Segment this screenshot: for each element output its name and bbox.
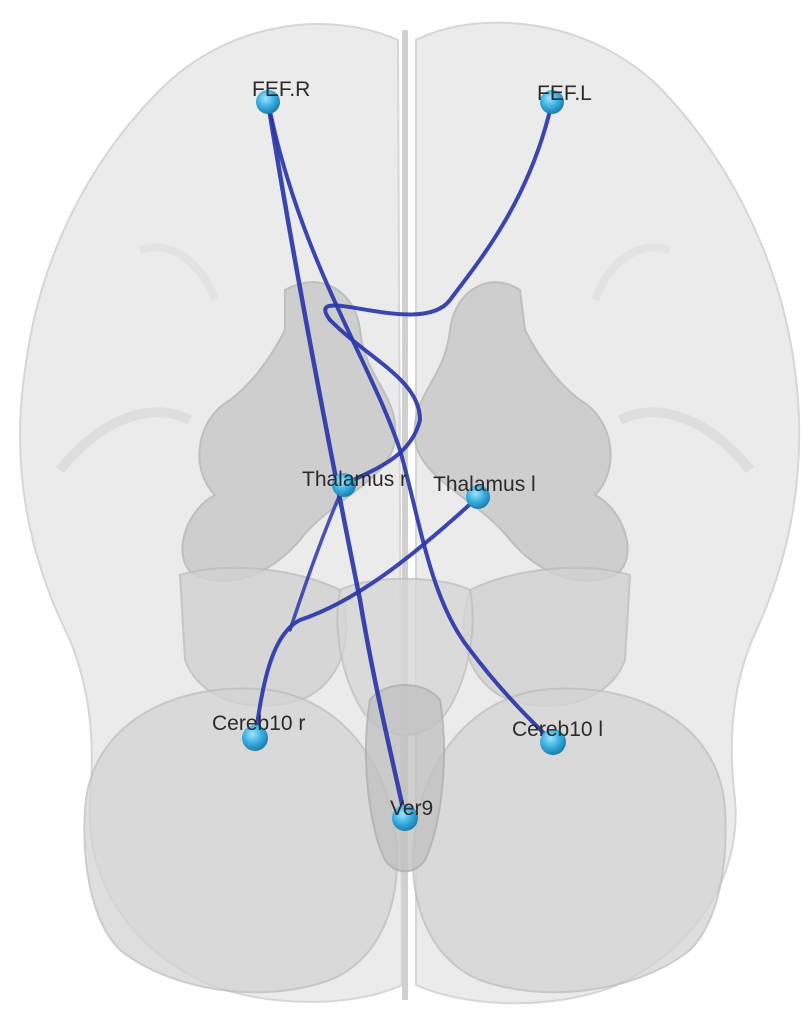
label-thalamus-r: Thalamus r	[302, 468, 407, 491]
label-thalamus-l: Thalamus l	[433, 473, 536, 496]
label-fef-l: FEF.L	[537, 82, 592, 105]
label-cereb10-r: Cereb10 r	[212, 712, 305, 735]
label-cereb10-l: Cereb10 l	[512, 718, 603, 741]
label-fef-r: FEF.R	[252, 78, 310, 101]
label-ver9: Ver9	[390, 797, 433, 820]
